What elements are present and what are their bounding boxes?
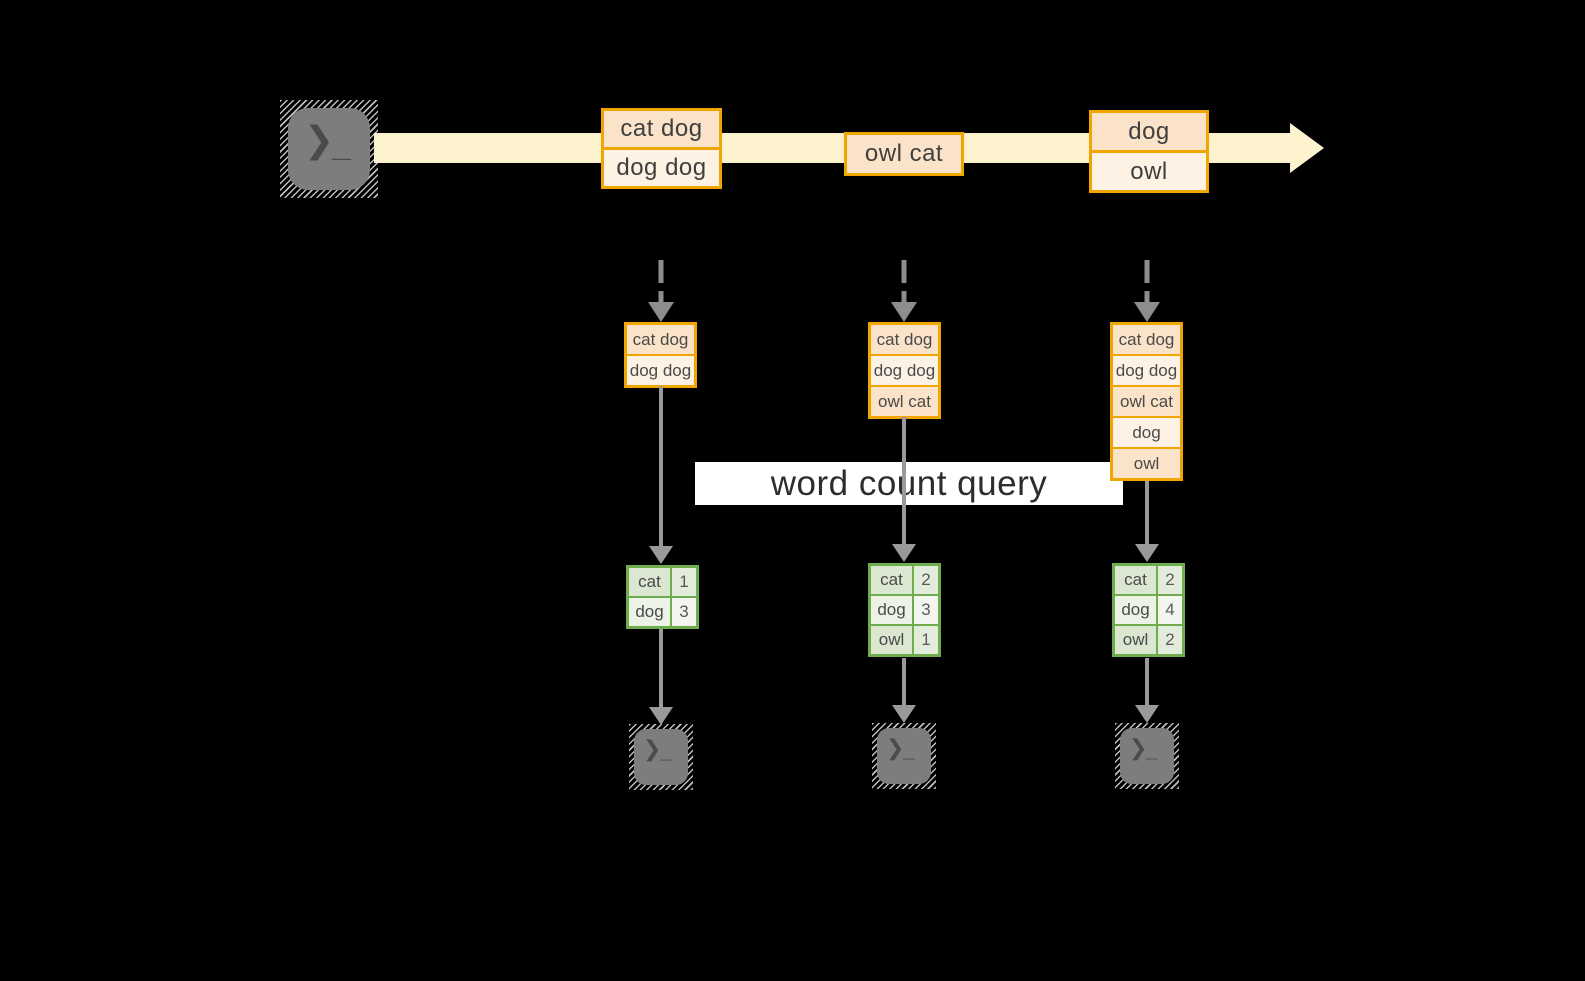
buffer-item: owl (1113, 447, 1180, 478)
count-word: owl (1115, 626, 1158, 654)
buffer-item: dog dog (871, 354, 938, 385)
buffer-item: cat dog (871, 325, 938, 354)
dashed-arrowhead-icon (891, 302, 917, 322)
buffer-item: dog dog (1113, 354, 1180, 385)
count-value: 2 (1158, 566, 1182, 594)
count-value: 3 (672, 598, 696, 626)
count-row: dog 3 (871, 594, 938, 624)
count-row: dog 4 (1115, 594, 1182, 624)
buffer-item: cat dog (627, 325, 694, 354)
flow-arrowhead-icon (649, 707, 673, 725)
prompt-cursor-icon: _ (1146, 739, 1158, 762)
buffer-item: dog dog (627, 354, 694, 385)
dashed-arrow-segment (901, 291, 907, 304)
count-row: cat 2 (1115, 566, 1182, 594)
sink-terminal-icon-1: ❯ _ (629, 724, 693, 790)
stream-event-1: cat dog dog dog (601, 108, 722, 189)
buffer-item: cat dog (1113, 325, 1180, 354)
dashed-arrow-segment (658, 291, 664, 304)
query-label: word count query (770, 463, 1048, 503)
flow-line (659, 386, 663, 547)
count-table-2: cat 2 dog 3 owl 1 (868, 563, 941, 657)
count-word: cat (629, 568, 672, 596)
count-word: dog (629, 598, 672, 626)
count-row: owl 1 (871, 624, 938, 654)
terminal-screen: ❯ _ (877, 728, 931, 784)
flow-arrowhead-icon (892, 705, 916, 723)
buffer-stack-1: cat dog dog dog (624, 322, 697, 388)
count-row: owl 2 (1115, 624, 1182, 654)
count-row: dog 3 (629, 596, 696, 626)
source-terminal-icon: ❯ _ (280, 100, 378, 198)
stream-event-2: owl cat (844, 132, 964, 176)
stream-arrowhead-icon (1290, 123, 1324, 173)
terminal-screen: ❯ _ (634, 729, 688, 785)
prompt-cursor-icon: _ (660, 740, 672, 763)
dashed-arrow-segment (901, 260, 907, 283)
flow-line (902, 417, 906, 545)
count-value: 1 (672, 568, 696, 596)
event-line: dog dog (604, 147, 719, 186)
count-value: 2 (1158, 626, 1182, 654)
flow-line (1145, 481, 1149, 545)
event-line: owl cat (847, 135, 961, 173)
stream-event-3: dog owl (1089, 110, 1209, 193)
event-line: dog (1092, 113, 1206, 150)
flow-arrowhead-icon (1135, 705, 1159, 723)
buffer-stack-3: cat dog dog dog owl cat dog owl (1110, 322, 1183, 481)
prompt-chevron-icon: ❯ (304, 119, 335, 160)
buffer-stack-2: cat dog dog dog owl cat (868, 322, 941, 419)
count-word: cat (1115, 566, 1158, 594)
dashed-arrow-segment (1144, 291, 1150, 304)
count-word: owl (871, 626, 914, 654)
flow-arrowhead-icon (892, 544, 916, 562)
buffer-item: dog (1113, 416, 1180, 447)
prompt-chevron-icon: ❯ (643, 736, 662, 761)
count-word: cat (871, 566, 914, 594)
terminal-screen: ❯ _ (288, 108, 370, 190)
buffer-item: owl cat (1113, 385, 1180, 416)
count-word: dog (871, 596, 914, 624)
flow-line (659, 629, 663, 708)
dashed-arrowhead-icon (1134, 302, 1160, 322)
flow-line (1145, 658, 1149, 706)
prompt-cursor-icon: _ (332, 126, 351, 164)
flow-line (902, 658, 906, 706)
dashed-arrow-segment (1144, 260, 1150, 283)
flow-arrowhead-icon (649, 546, 673, 564)
count-table-3: cat 2 dog 4 owl 2 (1112, 563, 1185, 657)
count-value: 3 (914, 596, 938, 624)
prompt-chevron-icon: ❯ (1129, 735, 1148, 760)
count-value: 4 (1158, 596, 1182, 624)
dashed-arrow-segment (658, 260, 664, 283)
count-value: 1 (914, 626, 938, 654)
buffer-item: owl cat (871, 385, 938, 416)
dashed-arrowhead-icon (648, 302, 674, 322)
count-row: cat 1 (629, 568, 696, 596)
terminal-screen: ❯ _ (1120, 728, 1174, 784)
count-table-1: cat 1 dog 3 (626, 565, 699, 629)
sink-terminal-icon-2: ❯ _ (872, 723, 936, 789)
count-value: 2 (914, 566, 938, 594)
count-word: dog (1115, 596, 1158, 624)
event-line: cat dog (604, 111, 719, 147)
count-row: cat 2 (871, 566, 938, 594)
sink-terminal-icon-3: ❯ _ (1115, 723, 1179, 789)
flow-arrowhead-icon (1135, 544, 1159, 562)
event-line: owl (1092, 150, 1206, 190)
query-operator-banner: word count query (695, 462, 1123, 505)
prompt-chevron-icon: ❯ (886, 735, 905, 760)
prompt-cursor-icon: _ (903, 739, 915, 762)
